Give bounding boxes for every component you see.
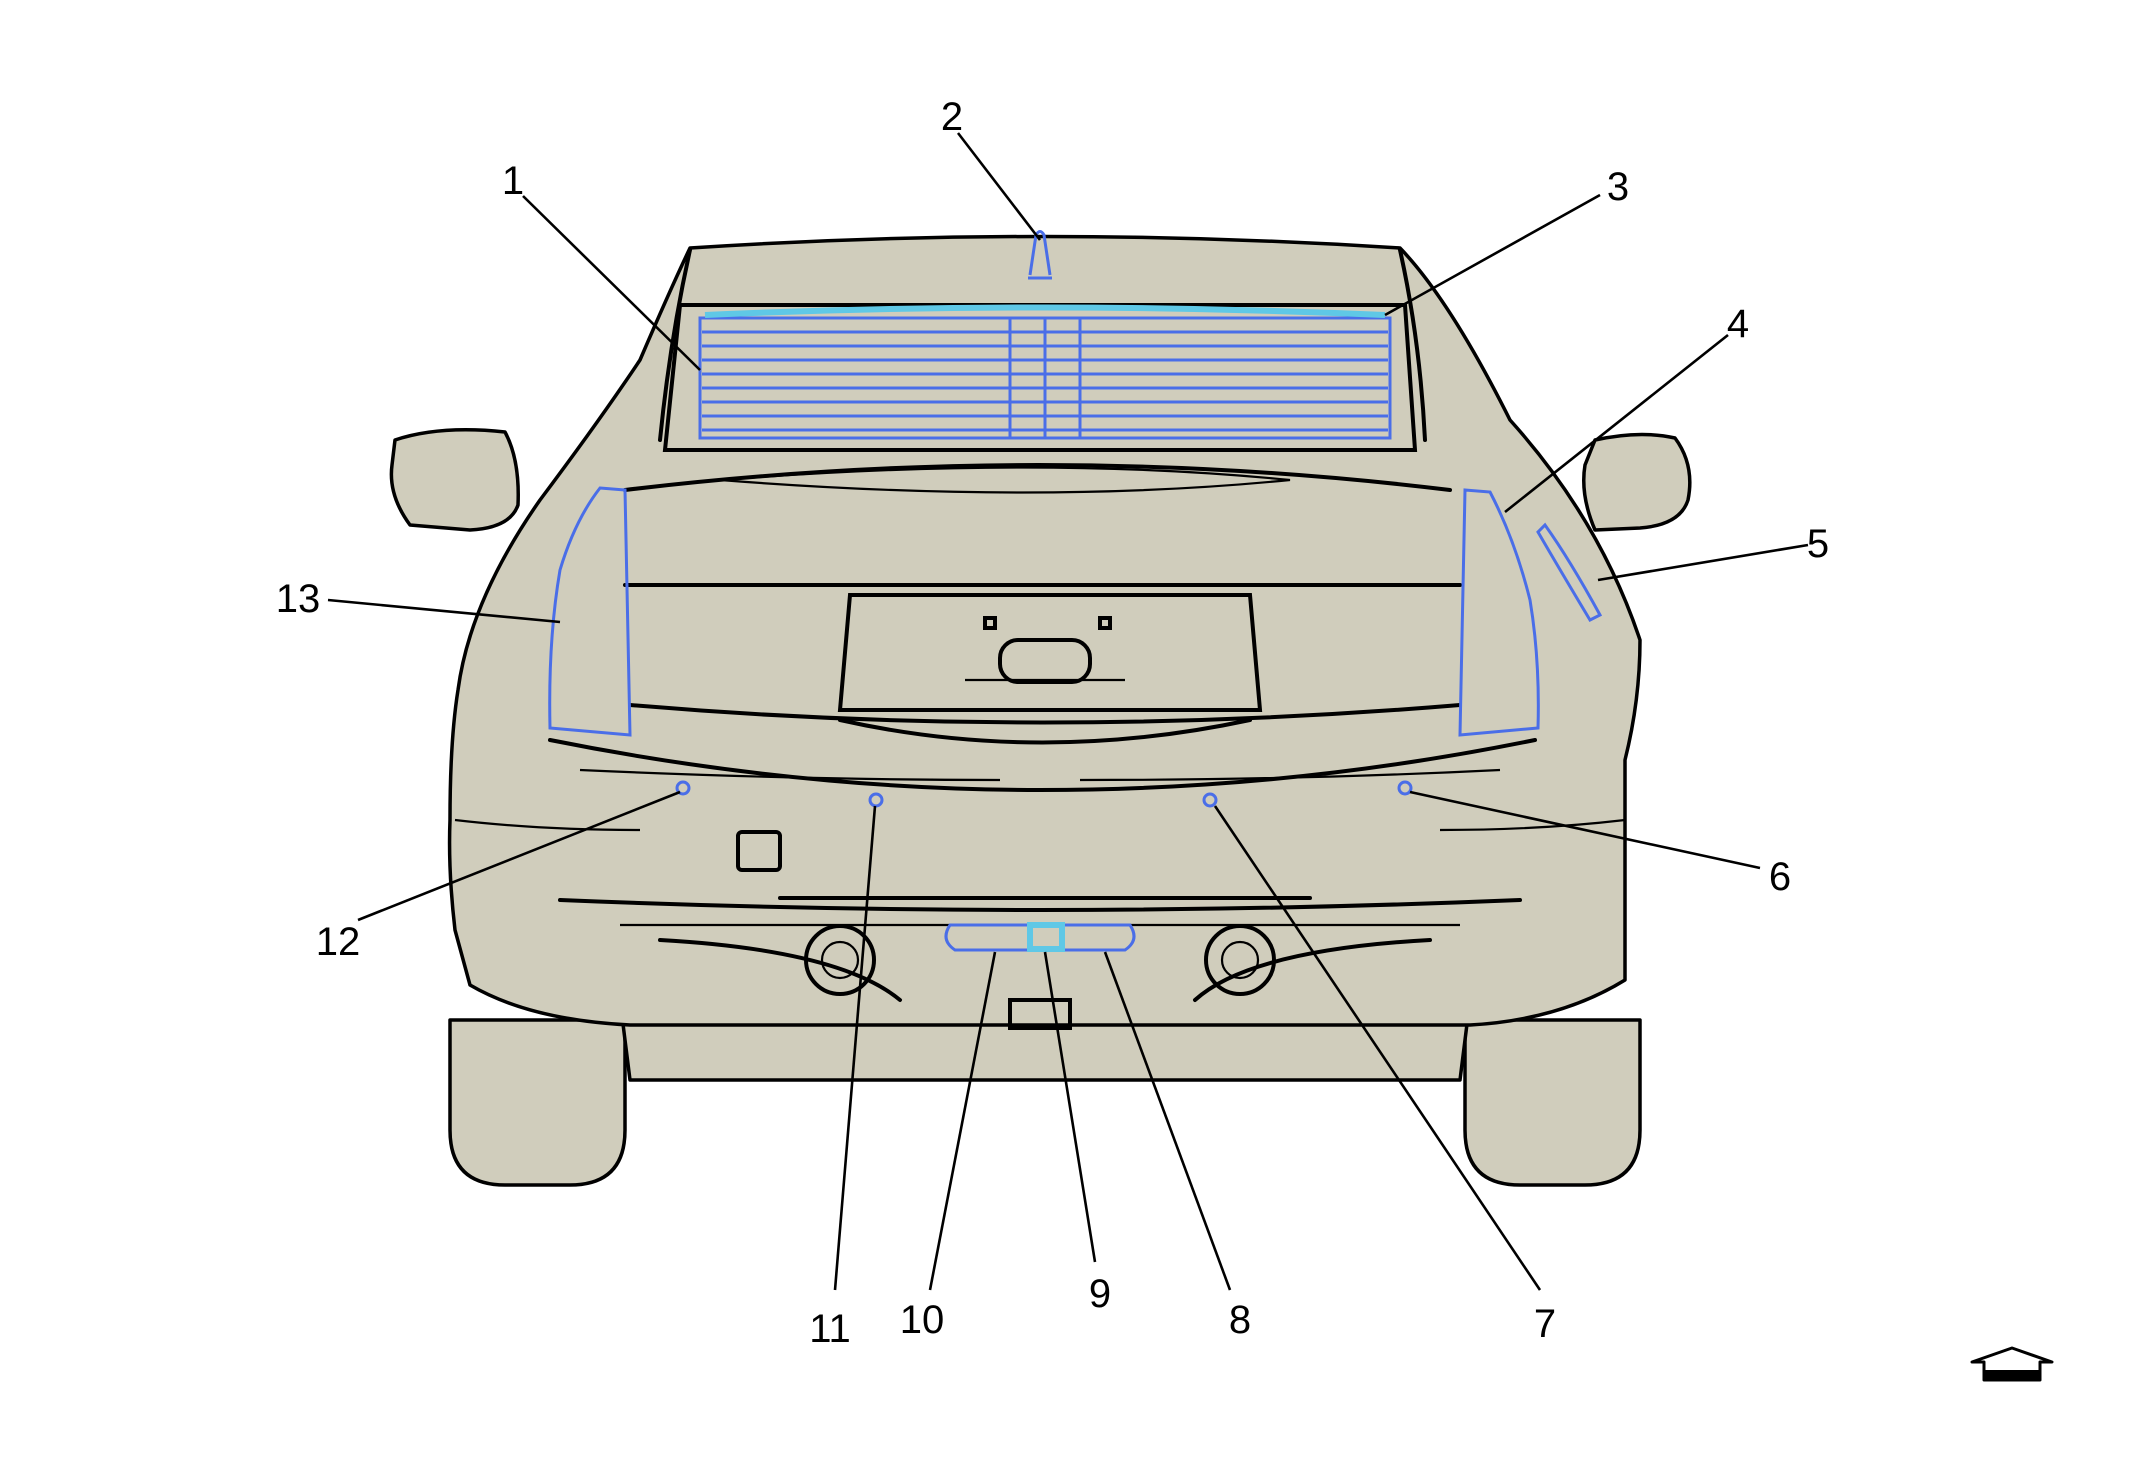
left-exhaust [804, 924, 876, 996]
license-plate-recess [837, 593, 1263, 712]
park-sensor-12 [675, 780, 691, 796]
callout-9: 9 [1089, 1272, 1111, 1316]
park-sensor-7 [1202, 792, 1218, 808]
hitch-cover [736, 830, 782, 872]
callout-7: 7 [1534, 1302, 1556, 1346]
chmsl-strip [704, 304, 1386, 318]
right-rear-tire [1463, 1018, 1642, 1187]
callout-12: 12 [316, 920, 361, 964]
callout-8: 8 [1229, 1298, 1251, 1342]
left-tail-lamp [548, 486, 632, 737]
park-sensor-6 [1397, 780, 1413, 796]
leader-12 [357, 790, 681, 922]
rear-bumper-line [548, 738, 1537, 793]
callout-13: 13 [276, 577, 321, 621]
leader-11 [833, 805, 877, 1291]
callout-5: 5 [1807, 522, 1829, 566]
left-side-mirror [389, 428, 520, 532]
body-shell [447, 234, 1642, 1027]
right-side-marker [1536, 522, 1603, 622]
callout-1: 1 [502, 159, 524, 203]
leader-6 [1409, 790, 1761, 870]
park-sensor-11 [868, 792, 884, 808]
license-lamp-housing [944, 923, 1136, 952]
right-tail-lamp [1458, 488, 1540, 737]
rear-window-defogger-grid [698, 316, 1392, 440]
right-side-mirror [1582, 432, 1692, 532]
callout-3: 3 [1607, 165, 1629, 209]
right-exhaust [1204, 924, 1276, 996]
highlighted-components [548, 230, 1603, 952]
callout-11: 11 [809, 1307, 851, 1351]
vehicle-body [389, 234, 1692, 1187]
leader-13 [327, 598, 561, 624]
rear-vision-camera [1027, 922, 1065, 952]
leader-1 [522, 195, 701, 371]
right-c-pillar [1398, 248, 1427, 442]
leader-10 [928, 951, 997, 1291]
callout-10: 10 [900, 1298, 945, 1342]
forward-arrow-icon [1970, 1346, 2054, 1382]
leader-2 [956, 132, 1042, 241]
callout-6: 6 [1769, 855, 1791, 899]
trunk-release-handle [998, 638, 1092, 684]
leader-5 [1597, 543, 1809, 582]
rear-diffuser [558, 898, 1522, 913]
leader-8 [1103, 951, 1232, 1291]
leader-4 [1504, 333, 1729, 514]
leader-7 [1213, 805, 1542, 1291]
callout-labels: 1 2 3 4 5 6 7 8 9 10 11 12 13 [276, 95, 1829, 1351]
left-rear-tire [448, 1018, 627, 1187]
callout-2: 2 [941, 95, 963, 139]
trunk-lid-ridge [719, 466, 1291, 494]
leader-9 [1043, 951, 1097, 1263]
leader-lines [327, 132, 1809, 1291]
rear-window-frame [662, 303, 1418, 452]
leader-3 [1384, 193, 1601, 317]
callout-4: 4 [1727, 302, 1749, 346]
trunk-chrome-strip [628, 703, 1462, 725]
